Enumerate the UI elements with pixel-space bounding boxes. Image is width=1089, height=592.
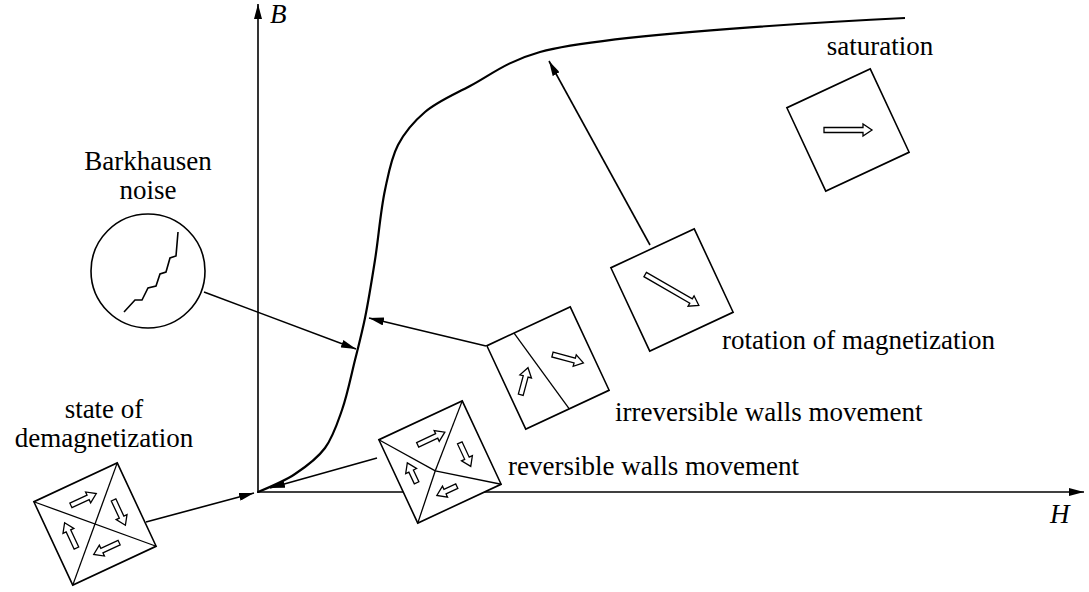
circle-outline xyxy=(90,213,206,329)
node-label: state of demagnetization xyxy=(4,395,204,454)
domain-outline xyxy=(487,307,609,429)
domain-square xyxy=(378,400,502,524)
domain-square xyxy=(786,68,910,192)
magnetization-arrow xyxy=(642,269,702,310)
leader-arrow xyxy=(369,318,486,346)
node-label: Barkhausen noise xyxy=(63,147,233,206)
magnetization-arrow xyxy=(415,427,447,451)
domain-outline xyxy=(34,463,156,585)
magnetization-arrow xyxy=(824,124,872,136)
domain-box: state of demagnetization xyxy=(33,462,157,586)
domain-wall xyxy=(514,325,569,416)
magnetization-arrow xyxy=(59,520,82,550)
leader-arrow xyxy=(549,61,650,245)
domain-square xyxy=(610,228,734,352)
callout-circle-outline xyxy=(91,214,205,328)
magnetization-arrow xyxy=(108,497,131,527)
domain-wall xyxy=(34,463,156,585)
magnetization-arrow xyxy=(515,366,534,396)
domain-wall xyxy=(379,424,435,487)
domain-box: reversible walls movement xyxy=(378,400,502,524)
callout-circle: Barkhausen noise xyxy=(90,213,206,329)
magnetization-arrow xyxy=(434,481,459,501)
magnetization-arrow xyxy=(551,349,585,369)
b-axis xyxy=(257,4,259,493)
magnetization-arrow xyxy=(68,488,98,511)
node-label: saturation xyxy=(827,32,933,62)
barkhausen-steps xyxy=(124,232,178,312)
domain-box: rotation of magnetization xyxy=(610,228,734,352)
domain-box: saturation xyxy=(786,68,910,192)
domain-square xyxy=(33,462,157,586)
magnetization-arrow xyxy=(402,460,422,485)
h-axis xyxy=(257,491,1084,493)
axis-label: B xyxy=(270,0,287,29)
node-label: irreversible walls movement xyxy=(615,398,922,428)
domain-outline xyxy=(787,69,909,191)
magnetization-arrow xyxy=(454,440,476,469)
axis-label-holder: B xyxy=(270,0,287,30)
node-label: reversible walls movement xyxy=(508,452,799,482)
domain-wall xyxy=(34,463,156,585)
leader-arrow xyxy=(146,493,254,522)
axis-label: H xyxy=(1050,499,1070,529)
domain-wall xyxy=(413,401,484,471)
domain-square xyxy=(486,306,610,430)
magnetization-arrow xyxy=(91,537,121,560)
axes xyxy=(257,4,1084,493)
domain-outline xyxy=(379,401,501,523)
domain-outline xyxy=(611,229,733,351)
axis-label-holder: H xyxy=(1050,500,1070,530)
node-label: rotation of magnetization xyxy=(722,326,995,356)
leader-arrow xyxy=(270,458,377,488)
leader-arrow xyxy=(204,292,356,349)
domain-box: irreversible walls movement xyxy=(486,306,610,430)
